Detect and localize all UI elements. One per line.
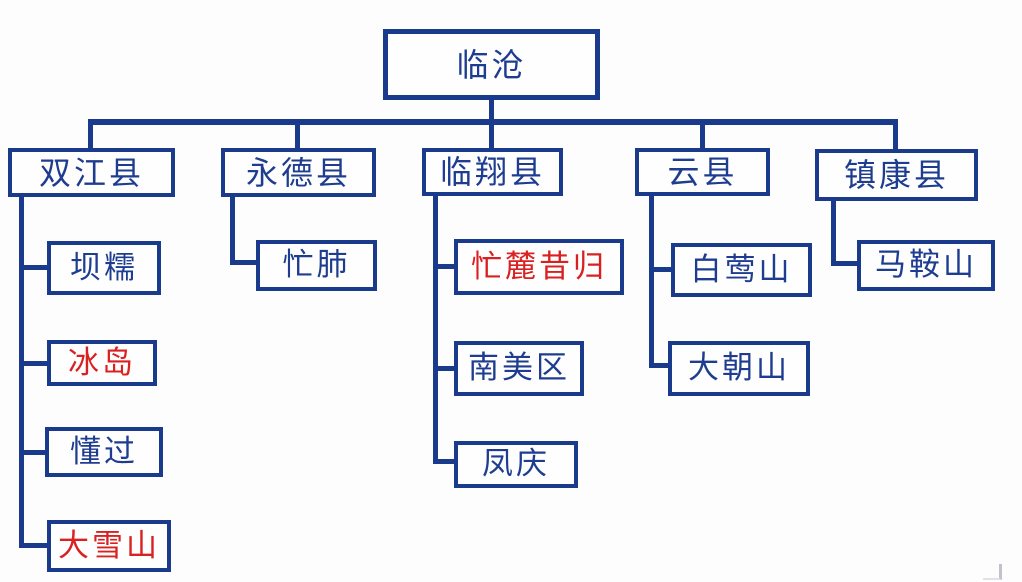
node-daxueshan: 大雪山 bbox=[47, 520, 171, 572]
connector-col5-vertical bbox=[831, 196, 836, 266]
connector-col3-elbow3 bbox=[433, 459, 455, 464]
node-linxiang: 临翔县 bbox=[422, 148, 563, 196]
node-banuo: 坝糯 bbox=[47, 241, 161, 295]
node-shuangjiang: 双江县 bbox=[8, 148, 175, 197]
node-lincang: 临沧 bbox=[383, 29, 600, 100]
connector-col1-elbow3 bbox=[19, 450, 46, 455]
connector-stub-shuangjiang bbox=[88, 123, 93, 149]
connector-col3-vertical bbox=[433, 196, 438, 464]
connector-stub-zhenkang bbox=[893, 123, 898, 149]
node-maanshan: 马鞍山 bbox=[857, 240, 995, 291]
connector-stub-yunxian bbox=[700, 123, 705, 149]
connector-col3-elbow1 bbox=[433, 264, 455, 269]
connector-col4-elbow2 bbox=[649, 363, 669, 368]
node-yongde: 永德县 bbox=[221, 148, 376, 197]
node-bingdao: 冰岛 bbox=[47, 340, 157, 386]
connector-col4-elbow1 bbox=[649, 267, 672, 272]
node-fengqing: 凤庆 bbox=[454, 441, 578, 488]
connector-col1-elbow1 bbox=[19, 265, 48, 270]
connector-col2-elbow1 bbox=[230, 260, 257, 265]
connector-root-stub bbox=[489, 99, 494, 121]
node-dongguo: 懂过 bbox=[45, 427, 163, 477]
node-baiyingshan: 白莺山 bbox=[671, 243, 812, 297]
node-zhenkang: 镇康县 bbox=[815, 149, 978, 201]
connector-col2-vertical bbox=[230, 196, 235, 265]
node-manglu-xigui: 忙麓昔归 bbox=[454, 239, 624, 295]
connector-col1-elbow4 bbox=[19, 543, 48, 548]
node-dachaoshan: 大朝山 bbox=[668, 341, 810, 396]
connector-stub-linxiang bbox=[489, 123, 494, 149]
connector-stub-yongde bbox=[295, 123, 300, 149]
watermark-fragment bbox=[983, 564, 1002, 580]
connector-col1-vertical bbox=[19, 196, 24, 548]
node-yunxian: 云县 bbox=[635, 148, 770, 196]
connector-col5-elbow1 bbox=[831, 261, 858, 266]
node-nanmeiqu: 南美区 bbox=[454, 341, 584, 396]
node-mangfei: 忙肺 bbox=[256, 240, 377, 291]
connector-col3-elbow2 bbox=[433, 366, 455, 371]
connector-top-hline bbox=[88, 119, 898, 125]
connector-col4-vertical bbox=[649, 195, 654, 368]
connector-col1-elbow2 bbox=[19, 361, 48, 366]
